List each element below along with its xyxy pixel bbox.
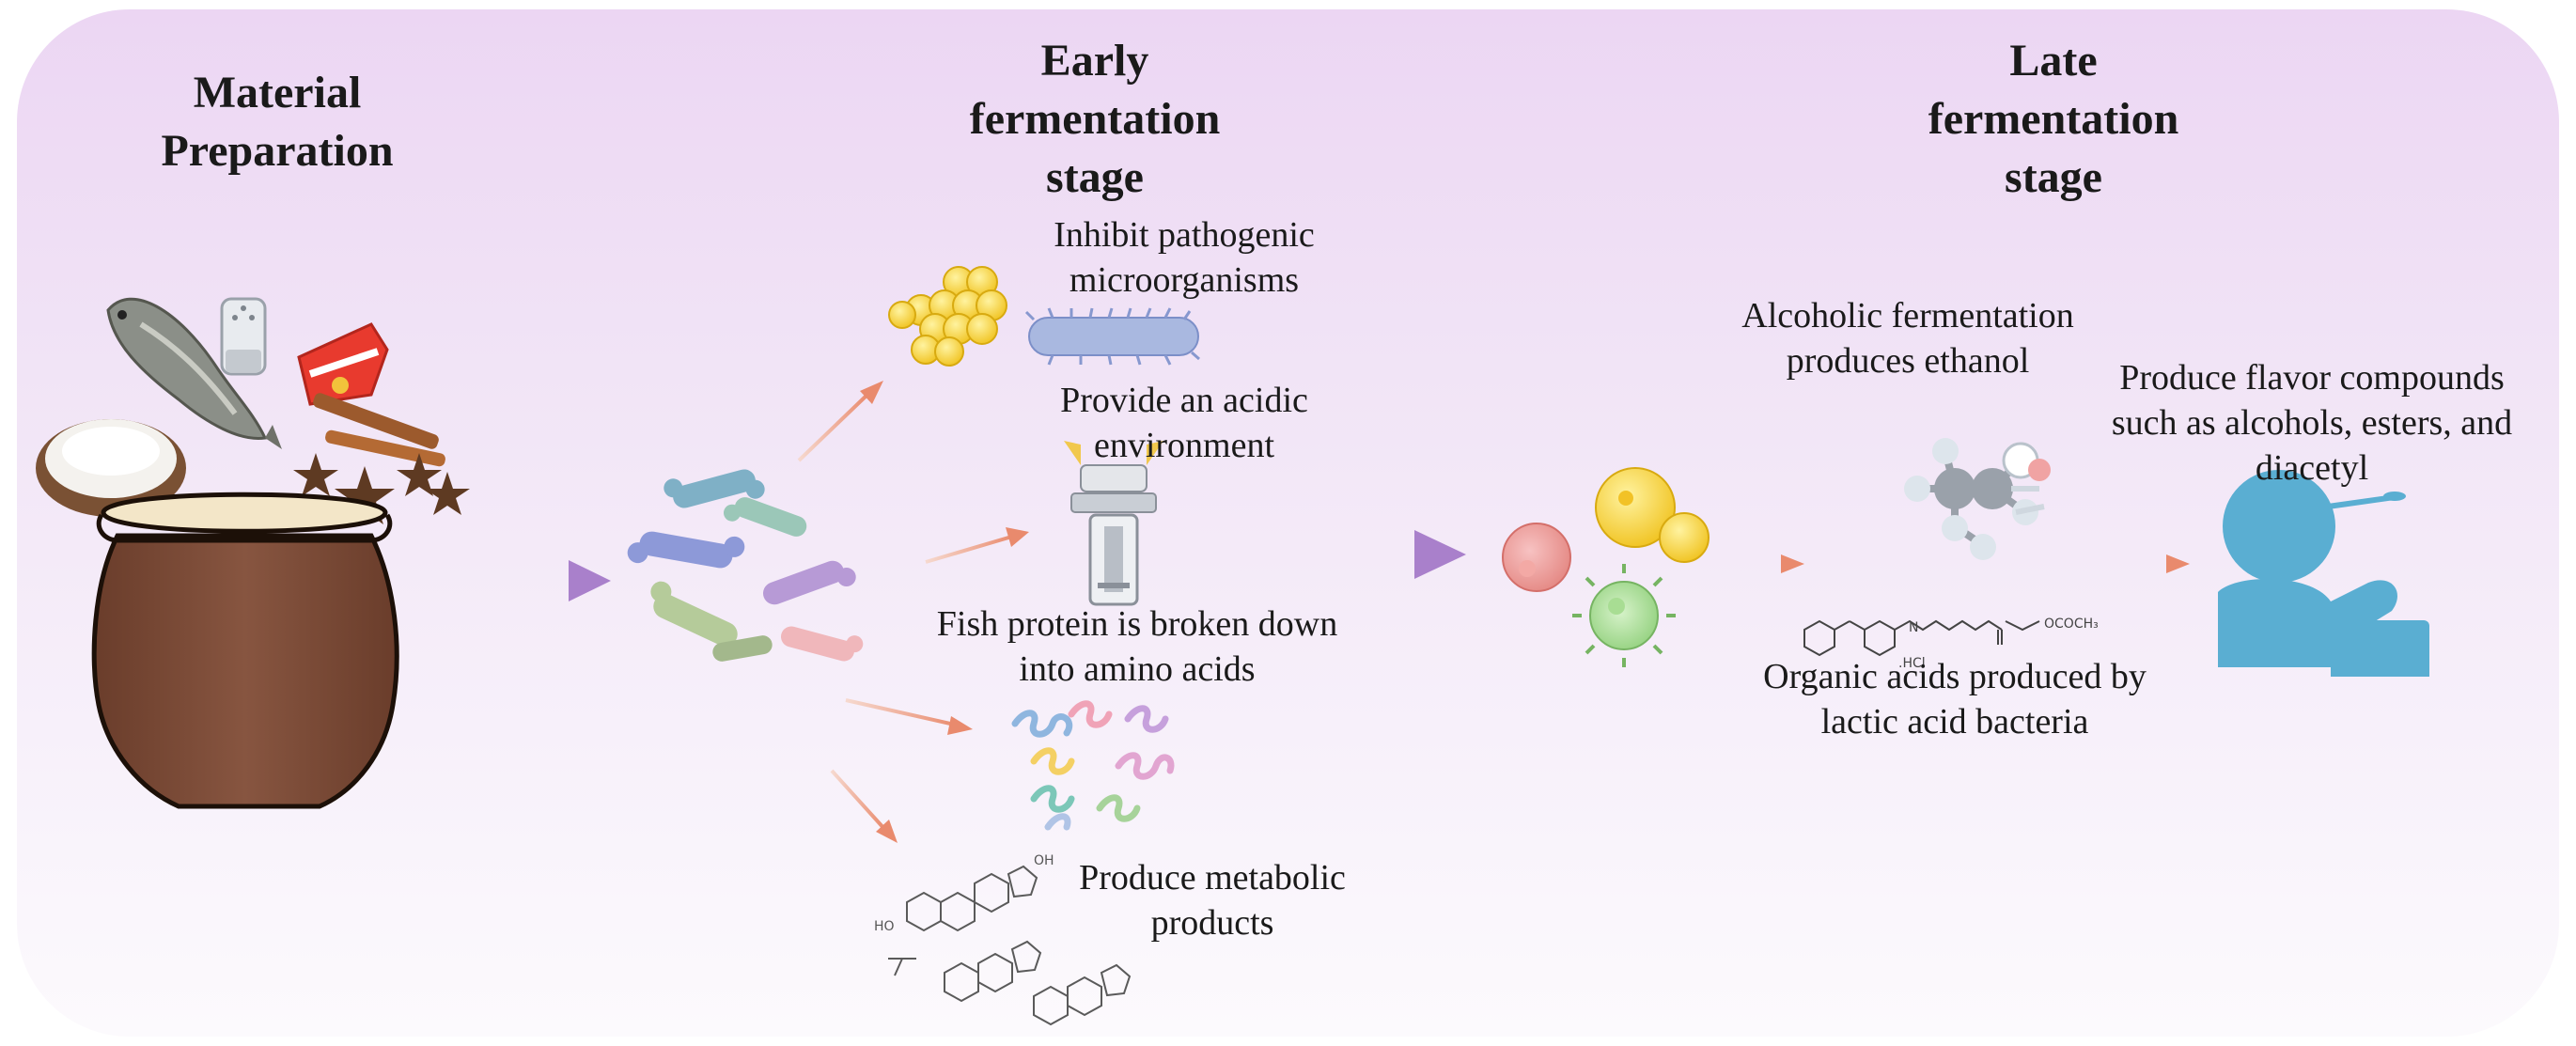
organic-acids-label: Organic acids produced by lactic acid ba… (1763, 657, 2147, 742)
arrow-to-amino-acids (845, 698, 973, 735)
fish-icon (106, 297, 282, 449)
arrow-to-products (1706, 554, 1804, 573)
material-preparation-heading: Material Preparation (161, 68, 394, 176)
bacillus-icon (1024, 307, 1200, 366)
hcl-label: .HCl (1898, 656, 1926, 671)
metabolite-structures-icon (888, 865, 1132, 1026)
arrow-to-person (2100, 554, 2190, 573)
early-fermentation-heading: Early fermentation stage (969, 36, 1221, 202)
protein-breakdown-label: Fish protein is broken down into amino a… (936, 604, 1338, 689)
inhibit-pathogens-label: Inhibit pathogenic microorganisms (1054, 215, 1315, 300)
diagram-background (17, 9, 2559, 1037)
person-tasting-icon (2218, 470, 2429, 677)
late-fermentation-heading: Late fermentation stage (1928, 36, 2179, 202)
arrow-to-metabolic (830, 769, 898, 843)
salt-bowl-icon (36, 419, 186, 517)
ethanol-molecule-icon (1904, 438, 2051, 560)
amino-acids-icon (1011, 700, 1175, 831)
oh-label: OH (1034, 853, 1054, 868)
salt-shaker-icon (220, 297, 267, 376)
alcoholic-fermentation-label: Alcoholic fermentation produces ethanol (1741, 296, 2074, 381)
flavor-compounds-label: Produce flavor compounds such as alcohol… (2111, 358, 2513, 488)
acidic-environment-label: Provide an acidic environment (1060, 381, 1308, 465)
metabolic-products-label: Produce metabolic products (1079, 858, 1346, 943)
organic-acid-structure-icon (1803, 619, 2040, 657)
ho-label: HO (874, 919, 895, 934)
nh-label: N (1909, 620, 1918, 635)
yeast-cells-icon (1502, 467, 1710, 592)
spices-icon (293, 393, 470, 524)
seasoning-packet-icon (297, 322, 389, 406)
arrow-to-late-stage (1217, 530, 1466, 579)
lactic-acid-bacteria-icon (1572, 564, 1676, 667)
microbe-cluster-icon (627, 469, 864, 662)
cocci-bacteria-icon (888, 266, 1007, 367)
arrow-to-acidic (925, 527, 1029, 564)
arrow-to-inhibit (797, 381, 883, 462)
fermentation-pot-icon (91, 492, 399, 809)
arrow-to-microbes (395, 560, 611, 601)
acid-probe-icon (1064, 441, 1163, 606)
ester-label: OCOCH₃ (2044, 617, 2099, 632)
